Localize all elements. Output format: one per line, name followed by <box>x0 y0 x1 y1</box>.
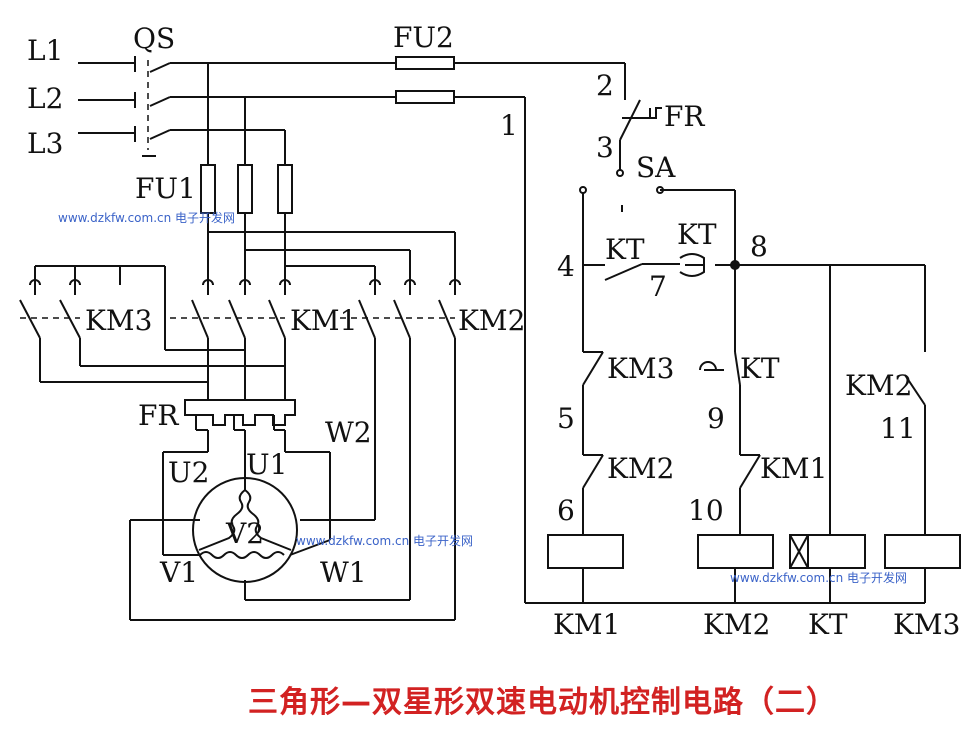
node-8: 8 <box>750 230 768 263</box>
watermark-2: www.dzkfw.com.cn 电子开发网 <box>296 533 473 548</box>
label-km2-ctrl-b: KM2 <box>607 452 674 485</box>
node-7: 7 <box>649 270 667 303</box>
label-u2: U2 <box>168 456 209 489</box>
node-10: 10 <box>688 494 724 527</box>
node-4: 4 <box>557 250 575 283</box>
label-kt-coil-top: KT <box>677 218 717 251</box>
label-w1: W1 <box>320 556 367 589</box>
power-lines <box>78 56 285 157</box>
label-w2: W2 <box>325 416 372 449</box>
label-km3-ctrl: KM3 <box>607 352 674 385</box>
node-9: 9 <box>707 402 725 435</box>
label-l3: L3 <box>27 127 63 160</box>
label-l1: L1 <box>27 34 63 67</box>
label-fu1: FU1 <box>135 172 196 205</box>
node-11: 11 <box>880 412 916 445</box>
node-6: 6 <box>557 494 575 527</box>
label-kt-contact: KT <box>605 233 645 266</box>
label-fu2: FU2 <box>393 21 454 54</box>
motor-winding <box>163 477 331 583</box>
label-kt-ctrl: KT <box>740 352 780 385</box>
watermark-3: www.dzkfw.com.cn 电子开发网 <box>730 570 907 585</box>
label-km2-main: KM2 <box>458 304 525 337</box>
coil-label-kt: KT <box>808 608 848 641</box>
label-v1: V1 <box>159 556 198 589</box>
label-sa: SA <box>636 151 676 184</box>
label-km3-main: KM3 <box>85 304 152 337</box>
node-2: 2 <box>596 69 614 102</box>
coil-label-km3: KM3 <box>893 608 960 641</box>
label-u1: U1 <box>246 448 287 481</box>
label-km1-ctrl: KM1 <box>760 452 827 485</box>
label-qs: QS <box>133 22 175 55</box>
label-l2: L2 <box>27 82 63 115</box>
label-km1-main: KM1 <box>290 304 357 337</box>
watermark-1: www.dzkfw.com.cn 电子开发网 <box>58 210 235 225</box>
label-v2: V2 <box>225 517 264 550</box>
control-circuit <box>524 62 961 604</box>
label-fr-ctrl: FR <box>664 100 705 133</box>
label-km2-ctrl-a: KM2 <box>845 369 912 402</box>
node-1: 1 <box>500 109 518 142</box>
label-fr-main: FR <box>138 399 179 432</box>
diagram-title: 三角形—双星形双速电动机控制电路（二） <box>248 685 837 720</box>
node-5: 5 <box>557 402 575 435</box>
coil-label-km2: KM2 <box>703 608 770 641</box>
labels: L1 L2 L3 QS FU2 FU1 KM3 KM1 KM2 FR W2 U2… <box>27 21 960 641</box>
coil-label-km1: KM1 <box>553 608 620 641</box>
main-circuit <box>19 63 461 621</box>
fu2-fuses <box>208 56 545 104</box>
node-3: 3 <box>596 131 614 164</box>
